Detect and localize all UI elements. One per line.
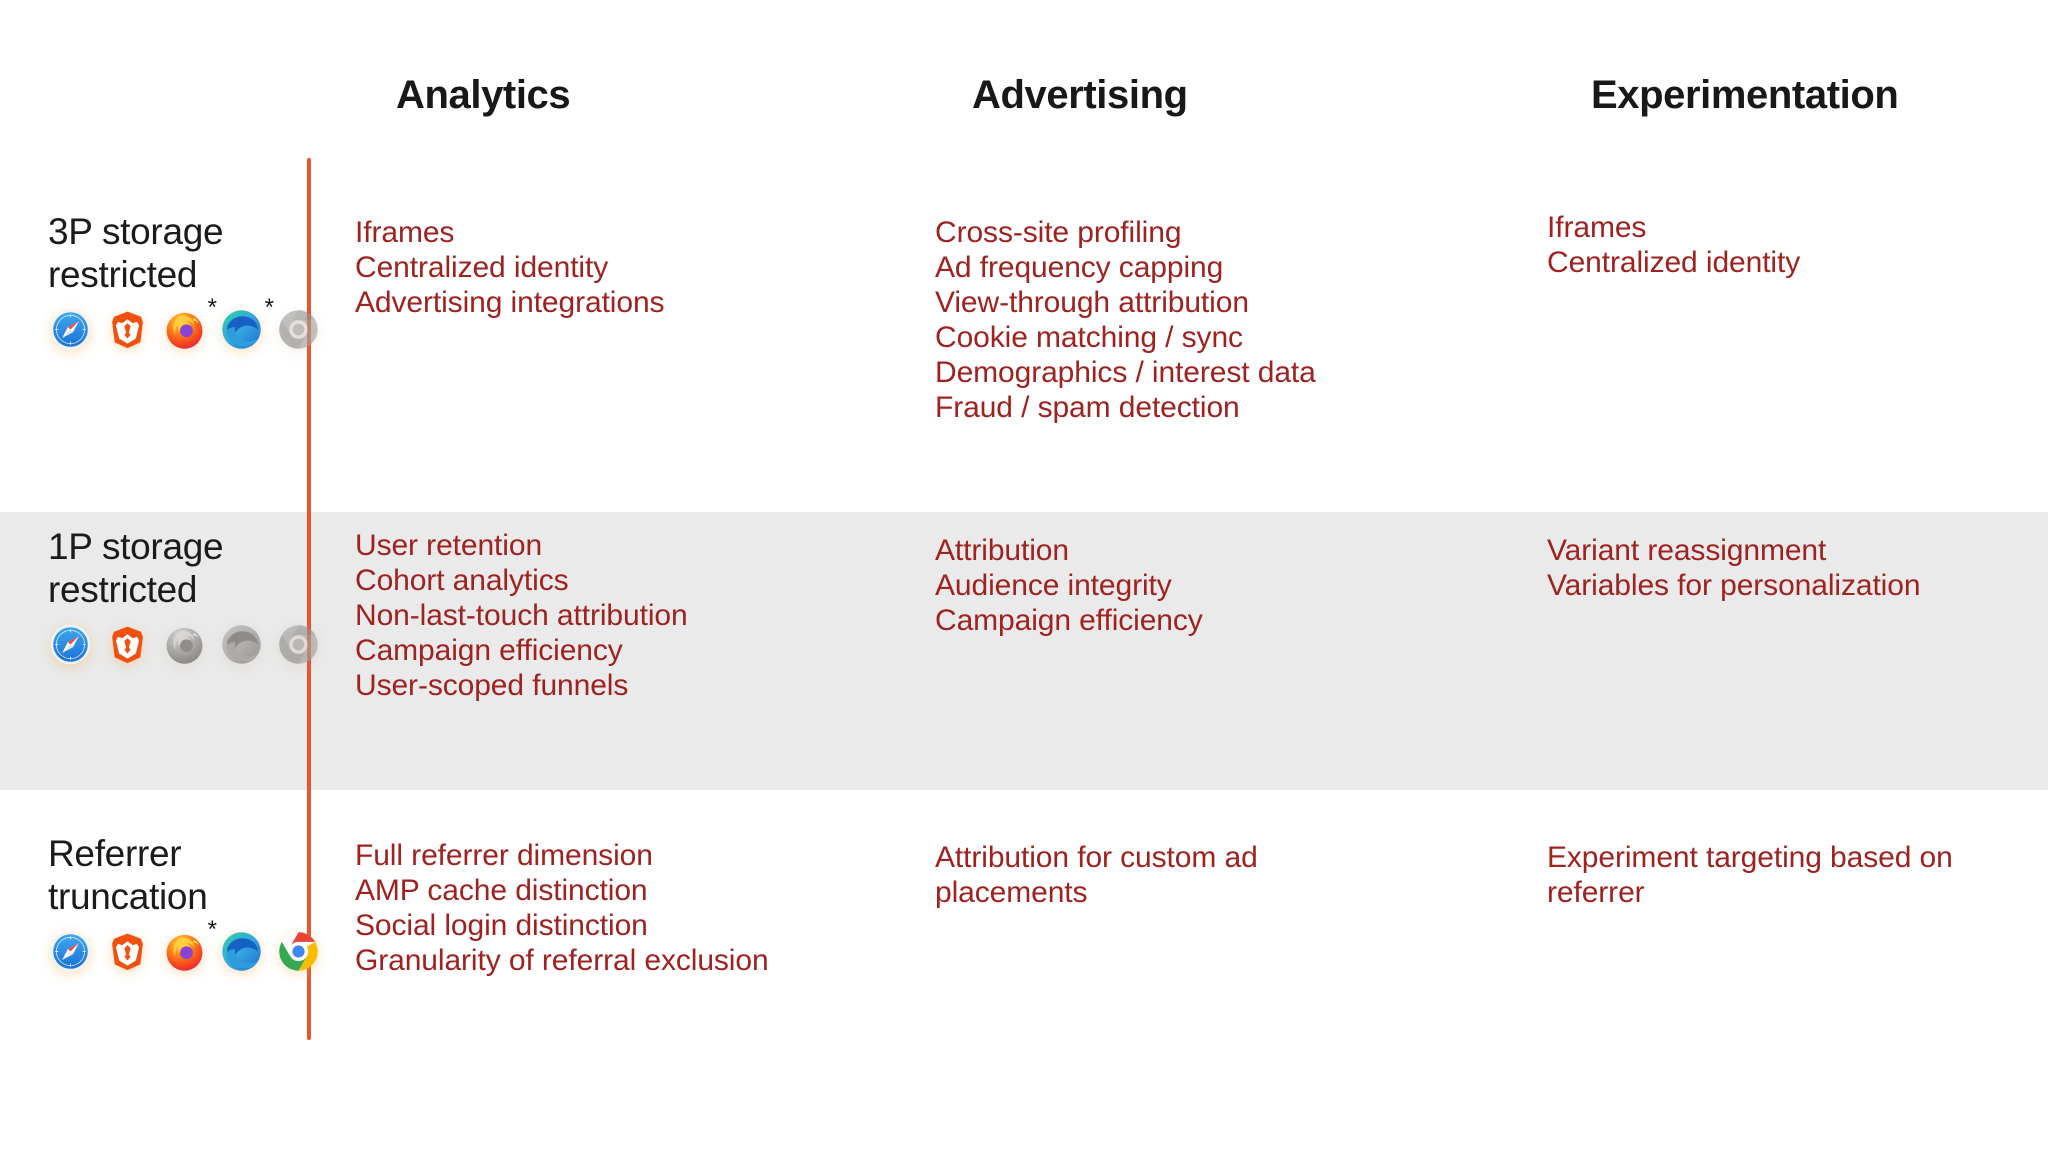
cell-item: Iframes (1547, 211, 1647, 244)
cell-item: Attribution for custom ad placements (935, 841, 1266, 910)
cell-item: Iframes (355, 216, 455, 249)
cell-1p-analytics: User retention Cohort analytics Non-last… (355, 528, 915, 703)
asterisk-marker: * (264, 293, 274, 321)
cell-item: Audience integrity (935, 569, 1172, 603)
column-header-experimentation: Experimentation (1591, 73, 1899, 117)
cell-item: Demographics / interest data (935, 356, 1316, 390)
browser-support-strip-1p (50, 624, 318, 665)
cell-referrer-advertising: Attribution for custom ad placements (935, 840, 1335, 910)
browser-icon-safari (50, 624, 91, 665)
cell-item: Full referrer dimension (355, 839, 653, 872)
row-label-text: 1P storage restricted (48, 526, 224, 611)
browser-icon-chrome (278, 309, 319, 350)
browser-icon-safari (50, 309, 91, 350)
row-label-referrer-truncation: Referrer truncation (48, 832, 318, 972)
cell-item: Campaign efficiency (355, 634, 623, 668)
cell-item: Cookie matching / sync (935, 321, 1243, 355)
cell-item: View-through attribution (935, 286, 1249, 320)
row-band-1p-storage-restricted (0, 512, 2048, 790)
row-label-3p-storage-restricted: 3P storage restricted (48, 210, 318, 350)
column-header-analytics: Analytics (396, 73, 571, 117)
browser-icon-firefox: * (164, 295, 217, 350)
browser-icon-brave (107, 931, 148, 972)
cell-referrer-analytics: Full referrer dimension AMP cache distin… (355, 838, 955, 978)
cell-item: Experiment targeting based on referrer (1547, 841, 1961, 910)
cell-item: Variant reassignment (1547, 534, 1827, 567)
browser-icon-brave (107, 624, 148, 665)
cell-item: Attribution (935, 534, 1069, 567)
cell-referrer-experimentation: Experiment targeting based on referrer (1547, 840, 1997, 910)
cell-item: Social login distinction (355, 909, 648, 943)
cell-item: Advertising integrations (355, 286, 665, 320)
cell-1p-advertising: Attribution Audience integrity Campaign … (935, 533, 1495, 638)
asterisk-marker: * (207, 915, 217, 943)
column-header-advertising: Advertising (972, 73, 1188, 117)
row-label-text: Referrer truncation (48, 833, 208, 918)
cell-item: Non-last-touch attribution (355, 599, 688, 633)
browser-icon-safari (50, 931, 91, 972)
cell-item: AMP cache distinction (355, 874, 648, 908)
row-label-1p-storage-restricted: 1P storage restricted (48, 525, 318, 665)
browser-icon-chrome (278, 931, 319, 972)
browser-icon-firefox (164, 624, 205, 665)
asterisk-marker: * (207, 293, 217, 321)
browser-icon-brave (107, 309, 148, 350)
vertical-divider (307, 158, 311, 1040)
browser-support-strip-3p: * * (50, 295, 318, 350)
cell-3p-experimentation: Iframes Centralized identity (1547, 210, 2017, 280)
cell-item: Centralized identity (1547, 246, 1801, 280)
browser-icon-edge (221, 931, 262, 972)
browser-support-strip-referrer: * (50, 917, 318, 972)
row-label-text: 3P storage restricted (48, 211, 224, 296)
cell-item: Variables for personalization (1547, 569, 1921, 603)
browser-icon-edge (221, 624, 262, 665)
cell-item: Cross-site profiling (935, 216, 1182, 249)
cell-item: Campaign efficiency (935, 604, 1203, 638)
browser-icon-firefox: * (164, 917, 217, 972)
cell-1p-experimentation: Variant reassignment Variables for perso… (1547, 533, 2027, 603)
cell-item: Ad frequency capping (935, 251, 1224, 285)
cell-item: Granularity of referral exclusion (355, 944, 769, 978)
cell-item: Cohort analytics (355, 564, 569, 598)
cell-3p-advertising: Cross-site profiling Ad frequency cappin… (935, 215, 1515, 426)
browser-icon-chrome (278, 624, 319, 665)
cell-item: User retention (355, 529, 543, 562)
cell-item: Centralized identity (355, 251, 609, 285)
cell-item: User-scoped funnels (355, 669, 629, 703)
cell-3p-analytics: Iframes Centralized identity Advertising… (355, 215, 895, 320)
browser-icon-edge: * (221, 295, 274, 350)
cell-item: Fraud / spam detection (935, 391, 1240, 425)
